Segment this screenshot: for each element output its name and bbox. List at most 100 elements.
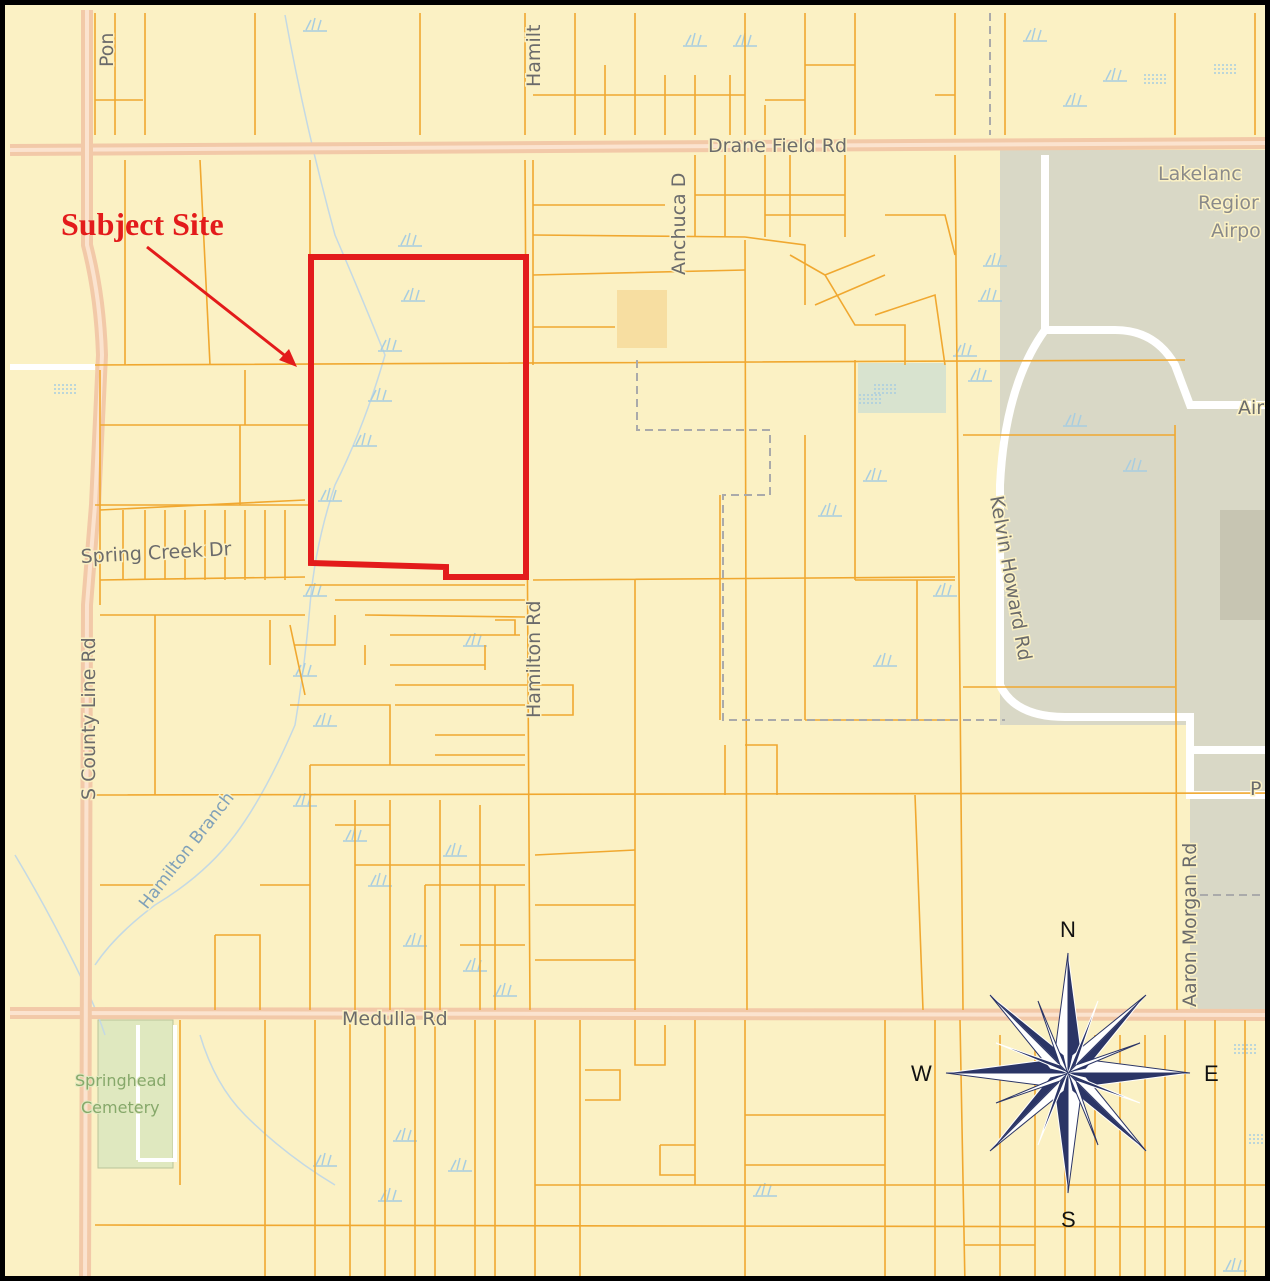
marsh-symbol bbox=[303, 17, 327, 32]
aaron-morgan-road-label: Aaron Morgan Rd bbox=[1179, 843, 1201, 1007]
wetland-dot bbox=[878, 384, 880, 386]
wetland-dot bbox=[874, 384, 876, 386]
wetland-dot bbox=[1234, 72, 1236, 74]
wetland-dot bbox=[70, 388, 72, 390]
wetland-dot bbox=[871, 394, 873, 396]
marsh-symbol bbox=[398, 232, 422, 247]
marsh-symbol bbox=[968, 367, 992, 382]
wetland-dot bbox=[890, 384, 892, 386]
marsh-symbol bbox=[313, 712, 337, 727]
wetland-dot bbox=[1261, 1142, 1263, 1144]
wetland-dot bbox=[1156, 74, 1158, 76]
wetland-dot bbox=[879, 402, 881, 404]
airport-ground-south bbox=[1190, 725, 1265, 1015]
marsh-symbol bbox=[933, 582, 957, 597]
parcel-line bbox=[290, 584, 574, 766]
wetland-dot bbox=[878, 388, 880, 390]
wetland-dot bbox=[66, 384, 68, 386]
wetland-dot bbox=[878, 392, 880, 394]
wetland-dot bbox=[1234, 64, 1236, 66]
wetland-dot bbox=[1250, 1052, 1252, 1054]
wetland-dot bbox=[1261, 1138, 1263, 1140]
parcel-line bbox=[694, 155, 956, 366]
compass-west-label: W bbox=[911, 1061, 932, 1086]
marsh-symbol bbox=[1063, 412, 1087, 427]
wetland-dot bbox=[74, 388, 76, 390]
wetland-dot bbox=[1265, 1138, 1267, 1140]
wetland-dot bbox=[882, 388, 884, 390]
subject-site-label: Subject Site bbox=[61, 206, 224, 242]
marsh-symbol bbox=[448, 1157, 472, 1172]
wetland-dot bbox=[1148, 82, 1150, 84]
wetland-dot bbox=[871, 402, 873, 404]
wetland-dot bbox=[1160, 82, 1162, 84]
anchuca-road-label: Anchuca D bbox=[668, 173, 690, 275]
wetland-dot bbox=[1152, 82, 1154, 84]
wetland-dot bbox=[1242, 1048, 1244, 1050]
wetland-dot bbox=[863, 402, 865, 404]
subject-site-arrow bbox=[146, 245, 297, 367]
wetland-dot bbox=[1261, 1134, 1263, 1136]
wetland-dot bbox=[890, 388, 892, 390]
wetland-dot bbox=[1253, 1142, 1255, 1144]
parcel-line bbox=[99, 499, 336, 795]
wetland-dot bbox=[871, 398, 873, 400]
wetland-dot bbox=[62, 388, 64, 390]
wetland-dot bbox=[875, 394, 877, 396]
marsh-symbol bbox=[353, 432, 377, 447]
wetland-dot bbox=[1214, 68, 1216, 70]
wetland-dot bbox=[894, 388, 896, 390]
county-line-road-edge bbox=[83, 10, 105, 1276]
compass-east-label: E bbox=[1204, 1061, 1219, 1086]
wetland-dot bbox=[1152, 78, 1154, 80]
marsh-symbol bbox=[393, 1127, 417, 1142]
marsh-symbol bbox=[1223, 1257, 1247, 1272]
cemetery-label-line-2: Cemetery bbox=[81, 1098, 160, 1117]
marsh-symbol bbox=[873, 652, 897, 667]
marsh-symbol bbox=[318, 487, 342, 502]
wetland-dot bbox=[58, 384, 60, 386]
marsh-symbol bbox=[463, 957, 487, 972]
county-line-road-label: S County Line Rd bbox=[78, 637, 100, 800]
marsh-symbol bbox=[403, 932, 427, 947]
wetland-dot bbox=[879, 394, 881, 396]
marsh-symbol bbox=[293, 662, 317, 677]
compass-south-label: S bbox=[1061, 1207, 1076, 1232]
marsh-symbol bbox=[443, 842, 467, 857]
medulla-road-edge bbox=[9, 1011, 1265, 1017]
cemetery-path bbox=[136, 1025, 177, 1162]
wetland-dot bbox=[1230, 64, 1232, 66]
marsh-symbol bbox=[983, 252, 1007, 267]
wetland-dot bbox=[1265, 1134, 1267, 1136]
wetland-dot bbox=[882, 384, 884, 386]
wetland-dot bbox=[1222, 64, 1224, 66]
wetland-patch bbox=[858, 363, 946, 413]
wetland-dot bbox=[1250, 1048, 1252, 1050]
wetland-dot bbox=[1249, 1134, 1251, 1136]
wetland-dot bbox=[1234, 1048, 1236, 1050]
map-canvas[interactable]: Subject Site Drane Field Rd Medulla Rd S… bbox=[5, 5, 1270, 1281]
wetland-dot bbox=[1156, 78, 1158, 80]
wetland-dot bbox=[894, 384, 896, 386]
wetland-dot bbox=[1144, 78, 1146, 80]
wetland-dot bbox=[1148, 74, 1150, 76]
subject-site-outline[interactable] bbox=[308, 254, 529, 580]
wetland-dot bbox=[66, 392, 68, 394]
cemetery-label-line-1: Springhead bbox=[75, 1071, 167, 1090]
wetland-dot bbox=[1246, 1052, 1248, 1054]
wetland-dot bbox=[1226, 68, 1228, 70]
airport-label-line-1: Lakelanc bbox=[1158, 163, 1242, 185]
pon-road-label: Pon bbox=[96, 33, 118, 67]
marsh-symbol bbox=[378, 1187, 402, 1202]
wetland-dot bbox=[1254, 1048, 1256, 1050]
wetland-dot bbox=[74, 384, 76, 386]
airport-label-line-3: Airpo bbox=[1211, 220, 1261, 242]
parcel-lines bbox=[94, 13, 1265, 1276]
wetland-dot bbox=[1144, 82, 1146, 84]
wetland-dot bbox=[54, 392, 56, 394]
marsh-symbol bbox=[753, 1182, 777, 1197]
hamilton-road-top-label: Hamilt bbox=[523, 25, 545, 87]
marsh-symbol bbox=[818, 502, 842, 517]
wetland-dot bbox=[1164, 74, 1166, 76]
marsh-symbol bbox=[401, 287, 425, 302]
